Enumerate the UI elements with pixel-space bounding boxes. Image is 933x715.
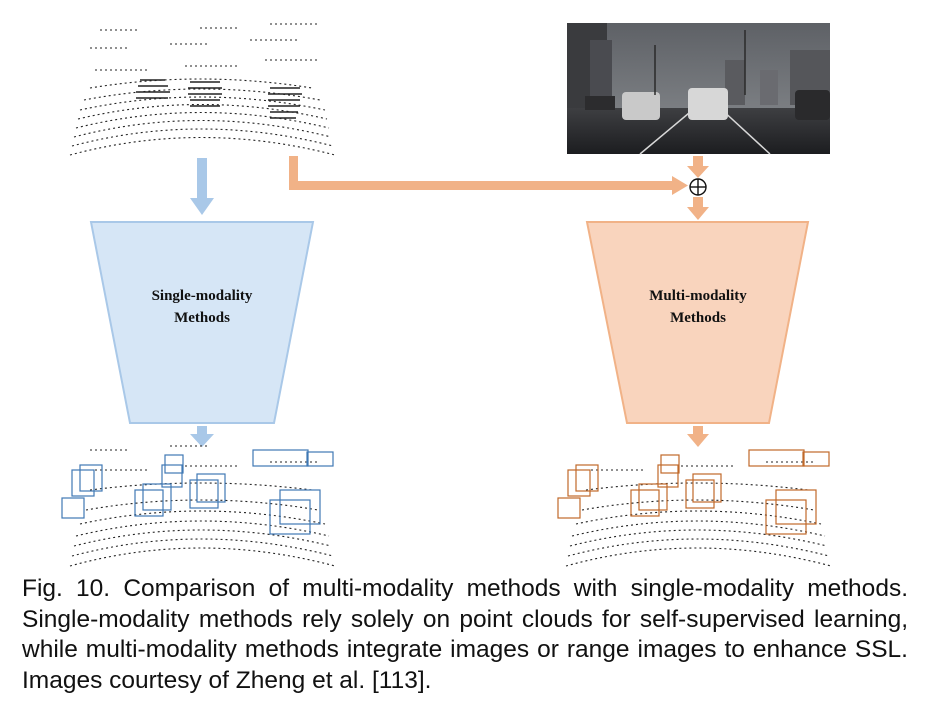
arrow-down-icon-fusion <box>687 197 709 220</box>
point-cloud-icon <box>69 23 336 156</box>
multi-modality-label-line2: Methods <box>670 310 726 326</box>
arrow-down-icon-camera <box>687 156 709 178</box>
arrow-down-icon-single-out <box>190 426 214 447</box>
single-modality-label-line1: Single-modality <box>152 288 253 304</box>
input-point-cloud <box>69 23 336 156</box>
fusion-plus-icon <box>689 178 707 196</box>
arrow-down-icon-multi-out <box>687 426 709 447</box>
multi-modality-label-line1: Multi-modality <box>649 288 747 304</box>
multi-modality-encoder: Multi-modality Methods <box>585 221 810 424</box>
figure-caption: Fig. 10. Comparison of multi-modality me… <box>22 575 908 694</box>
single-modality-output <box>61 445 336 567</box>
arrow-right-icon <box>289 156 688 195</box>
multi-modality-output <box>557 449 832 567</box>
camera-image <box>567 23 830 155</box>
figure: Single-modality Methods Multi-modality M… <box>61 23 832 567</box>
single-modality-encoder: Single-modality Methods <box>89 221 315 424</box>
single-modality-label-line2: Methods <box>174 310 230 326</box>
arrow-down-icon <box>190 158 214 215</box>
